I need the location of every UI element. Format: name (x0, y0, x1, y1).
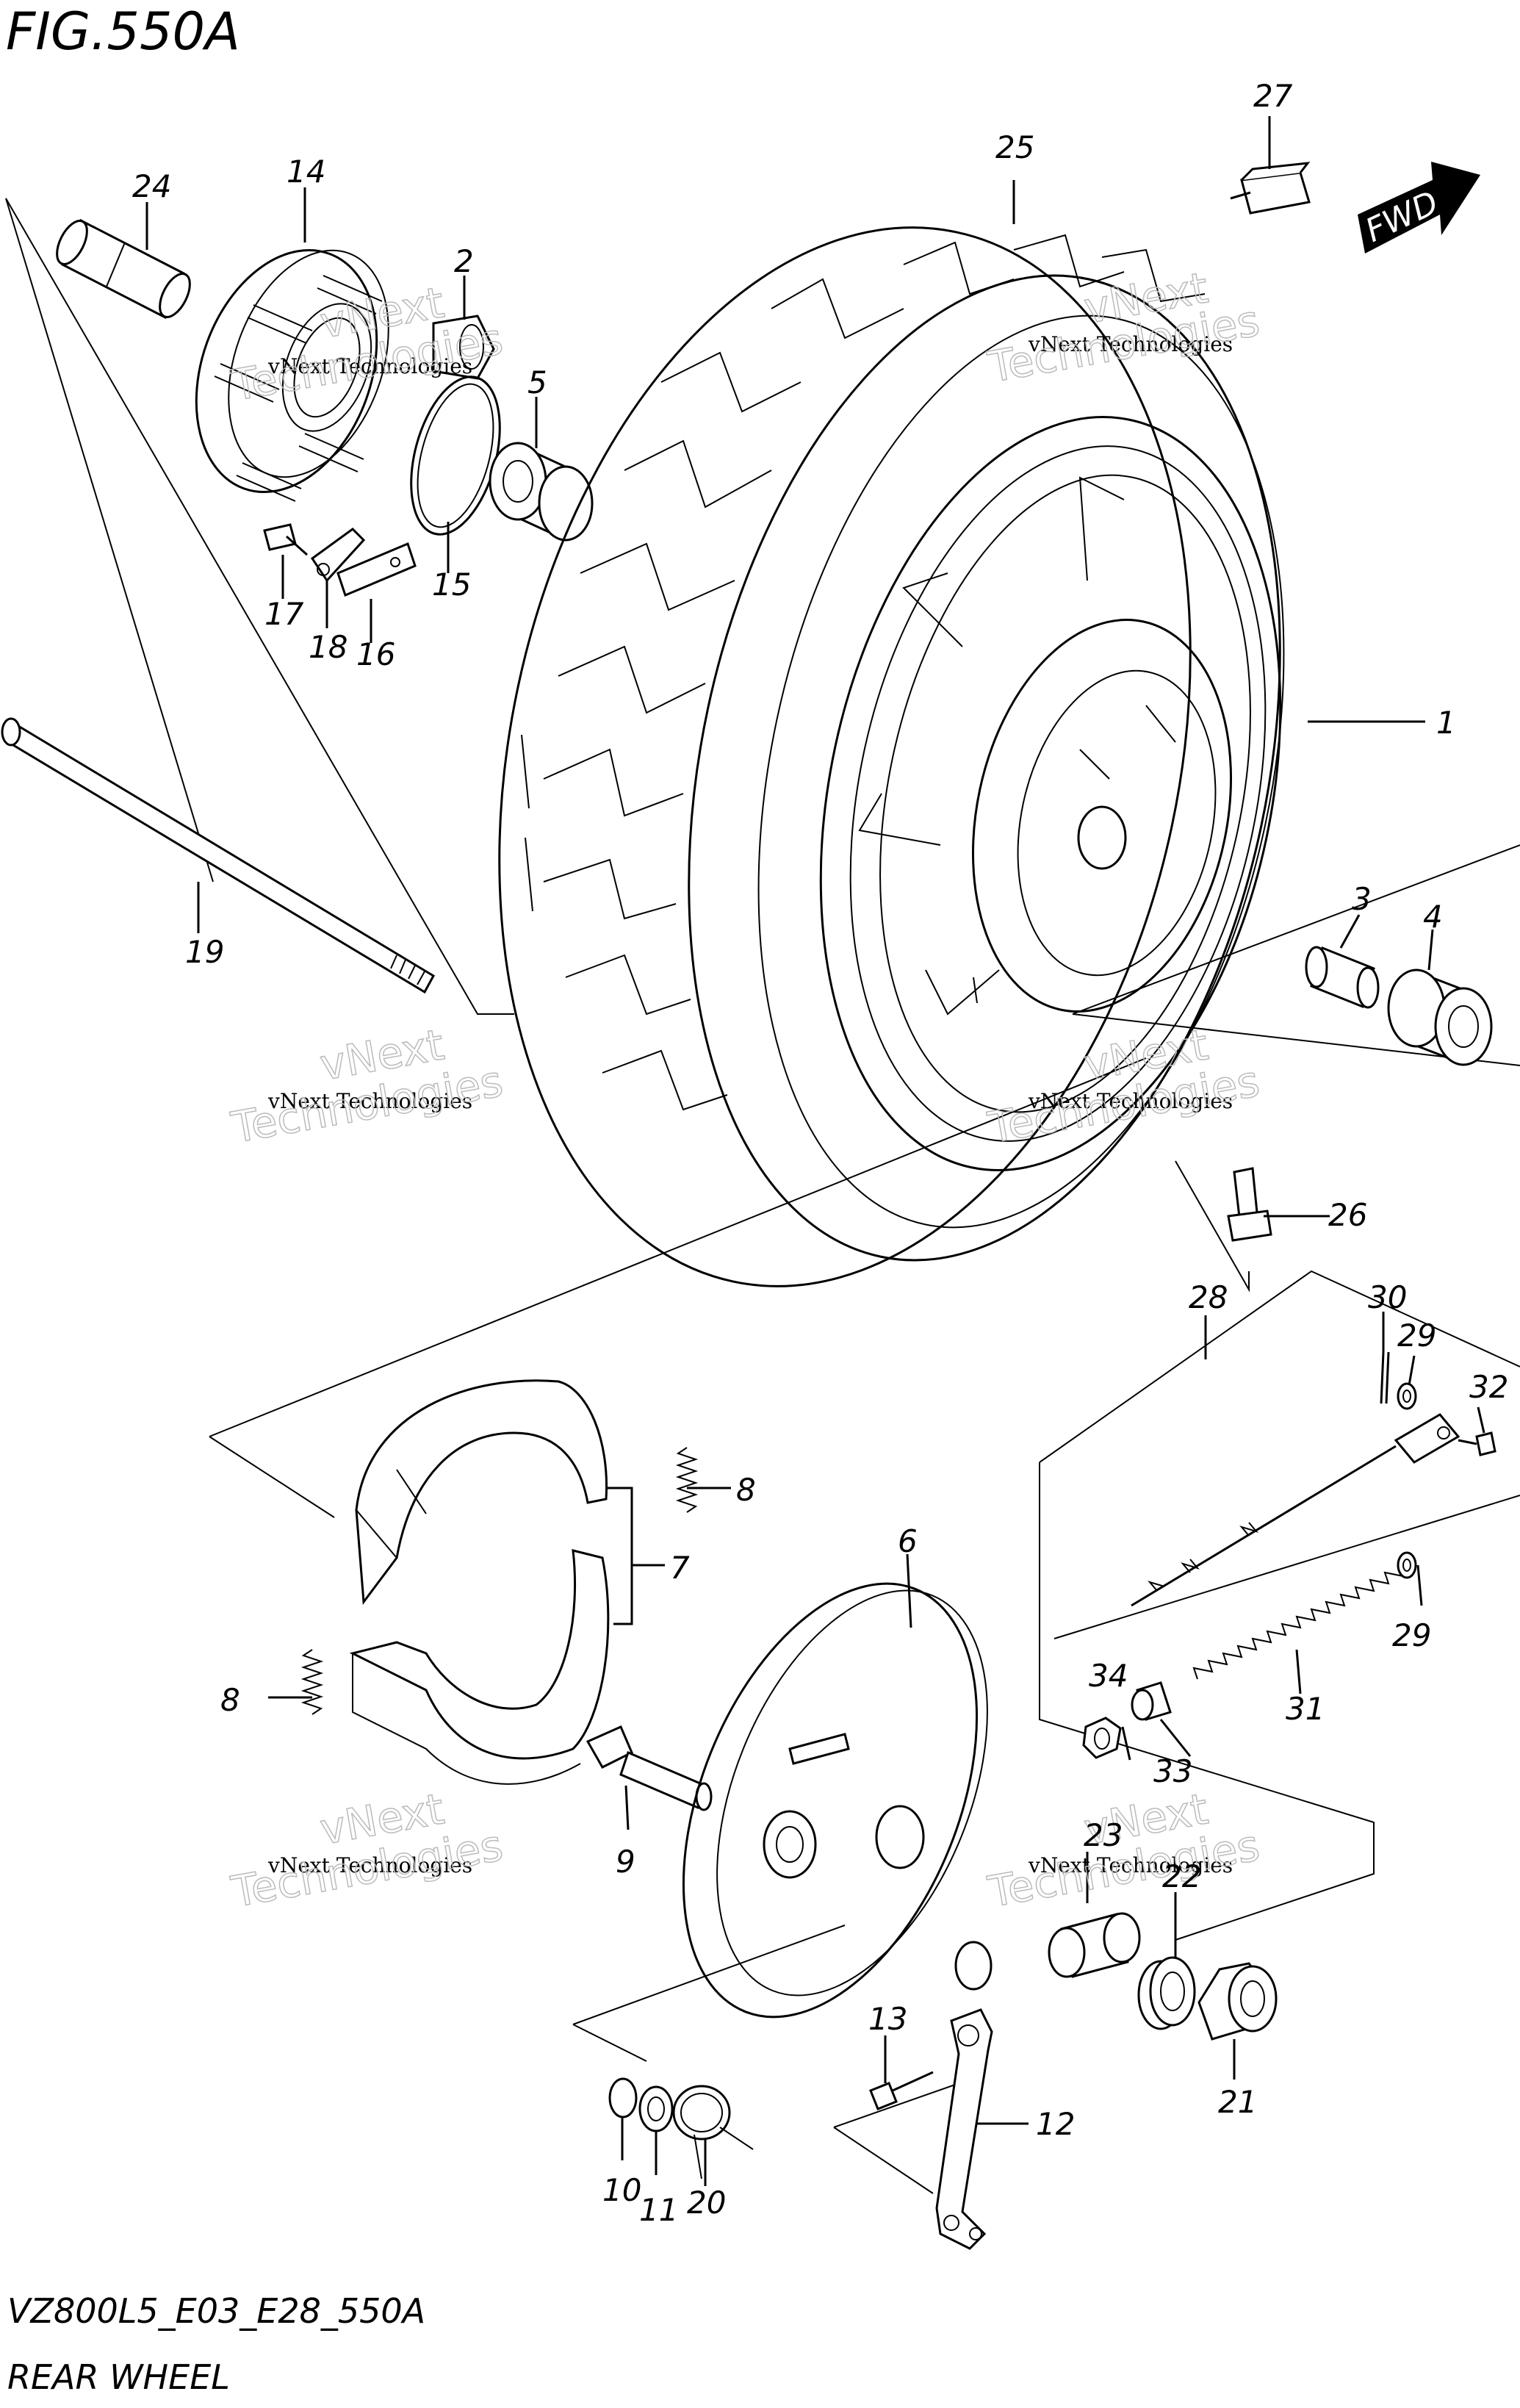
leader-lines (145, 116, 1485, 2186)
part-1-wheel (819, 416, 1282, 1171)
part-21-nut (1197, 1962, 1278, 2041)
part-10-ring (608, 2077, 638, 2118)
callout-26: 26 (1328, 1197, 1367, 1233)
callout-7: 7 (670, 1550, 690, 1586)
part-29-washer-top (1397, 1382, 1417, 1410)
callout-3: 3 (1352, 881, 1372, 917)
callout-24: 24 (132, 168, 171, 204)
callout-32: 32 (1469, 1369, 1508, 1405)
callout-30: 30 (1368, 1279, 1407, 1315)
part-27-block (1230, 162, 1311, 215)
part-28-brake-rod (1131, 1413, 1460, 1607)
watermark-text: vNext Technologies (267, 354, 472, 378)
callout-33: 33 (1153, 1753, 1192, 1789)
callout-34: 34 (1089, 1658, 1128, 1694)
callout-8-left: 8 (220, 1682, 240, 1718)
part-16-damper (336, 542, 417, 597)
watermark-text: vNext Technologies (1028, 1853, 1233, 1877)
section-name: REAR WHEEL (7, 2357, 230, 2397)
part-4-bearing (1387, 968, 1493, 1066)
part-33-joint (1131, 1681, 1172, 1721)
part-29-washer-bottom (1397, 1551, 1417, 1579)
part-32-pin (1458, 1431, 1496, 1456)
part-26-valve (1227, 1167, 1272, 1242)
figure-title: FIG.550A (6, 1, 240, 62)
callout-8-top: 8 (736, 1472, 756, 1508)
callout-28: 28 (1189, 1279, 1228, 1315)
callout-2: 2 (454, 243, 474, 279)
part-2-nut (432, 315, 495, 380)
callout-11: 11 (639, 2192, 678, 2228)
part-30-cotter-pin (1380, 1351, 1390, 1404)
part-19-axle (1, 717, 436, 994)
callout-31: 31 (1286, 1691, 1325, 1727)
model-code: VZ800L5_E03_E28_550A (7, 2291, 426, 2331)
callout-18: 18 (309, 629, 347, 665)
callout-21: 21 (1218, 2084, 1257, 2120)
part-22-washer (1137, 1956, 1196, 2030)
callout-29-top: 29 (1397, 1318, 1436, 1354)
callout-6: 6 (898, 1523, 918, 1559)
part-34-nut (1082, 1717, 1122, 1759)
callout-14: 14 (287, 154, 325, 190)
callout-19: 19 (185, 934, 224, 970)
part-23-collar (1048, 1912, 1141, 1978)
part-9-cam-shaft (586, 1725, 713, 1811)
group-lines (5, 198, 1520, 2194)
part-14-hub-flange (195, 248, 389, 502)
part-13-bolt (869, 2071, 934, 2110)
callout-1: 1 (1436, 705, 1456, 741)
part-12-brake-arm (935, 2008, 993, 2250)
part-31-spring (1192, 1564, 1405, 1680)
callout-17: 17 (264, 596, 304, 632)
watermark-text: vNext Technologies (1028, 1089, 1233, 1113)
watermark-text: vNext Technologies (267, 1089, 472, 1113)
callout-16: 16 (356, 636, 395, 672)
callout-13: 13 (868, 2001, 907, 2037)
watermarks: vNext Technologies vNext Technologies vN… (227, 262, 1264, 1918)
watermark-text: vNext Technologies (1028, 332, 1233, 356)
part-7-brake-shoes (349, 1379, 610, 1785)
part-20-spring (672, 2085, 754, 2179)
part-6-brake-panel (682, 1582, 993, 2019)
callout-15: 15 (432, 567, 471, 603)
callout-23: 23 (1084, 1817, 1123, 1853)
callout-25: 25 (995, 129, 1034, 165)
callout-12: 12 (1036, 2106, 1075, 2142)
part-25-tire (498, 226, 1285, 1287)
part-5-bearing (489, 442, 594, 542)
watermark-text: vNext Technologies (267, 1853, 472, 1877)
part-17-bolt (263, 523, 308, 556)
callout-20: 20 (687, 2185, 726, 2221)
part-7-bracket (606, 1487, 665, 1625)
part-3-spacer (1305, 946, 1380, 1009)
part-24-spacer (56, 218, 191, 320)
part-8-spring-top (675, 1447, 699, 1513)
callout-29-bottom: 29 (1392, 1617, 1431, 1653)
callout-10: 10 (602, 2172, 641, 2208)
callout-5: 5 (527, 364, 547, 400)
callout-22: 22 (1162, 1858, 1201, 1894)
fwd-arrow-badge (1358, 162, 1480, 254)
part-8-spring-left (300, 1649, 324, 1715)
callout-4: 4 (1423, 899, 1443, 935)
callout-9: 9 (616, 1844, 635, 1880)
callout-numbers: 1 2 3 4 5 6 7 8 8 9 10 11 12 13 14 15 16… (132, 78, 1508, 2228)
callout-27: 27 (1253, 78, 1293, 114)
part-18-lock-washer (310, 528, 366, 583)
part-11-washer (638, 2085, 674, 2132)
fwd-label: FWD (1360, 184, 1444, 250)
